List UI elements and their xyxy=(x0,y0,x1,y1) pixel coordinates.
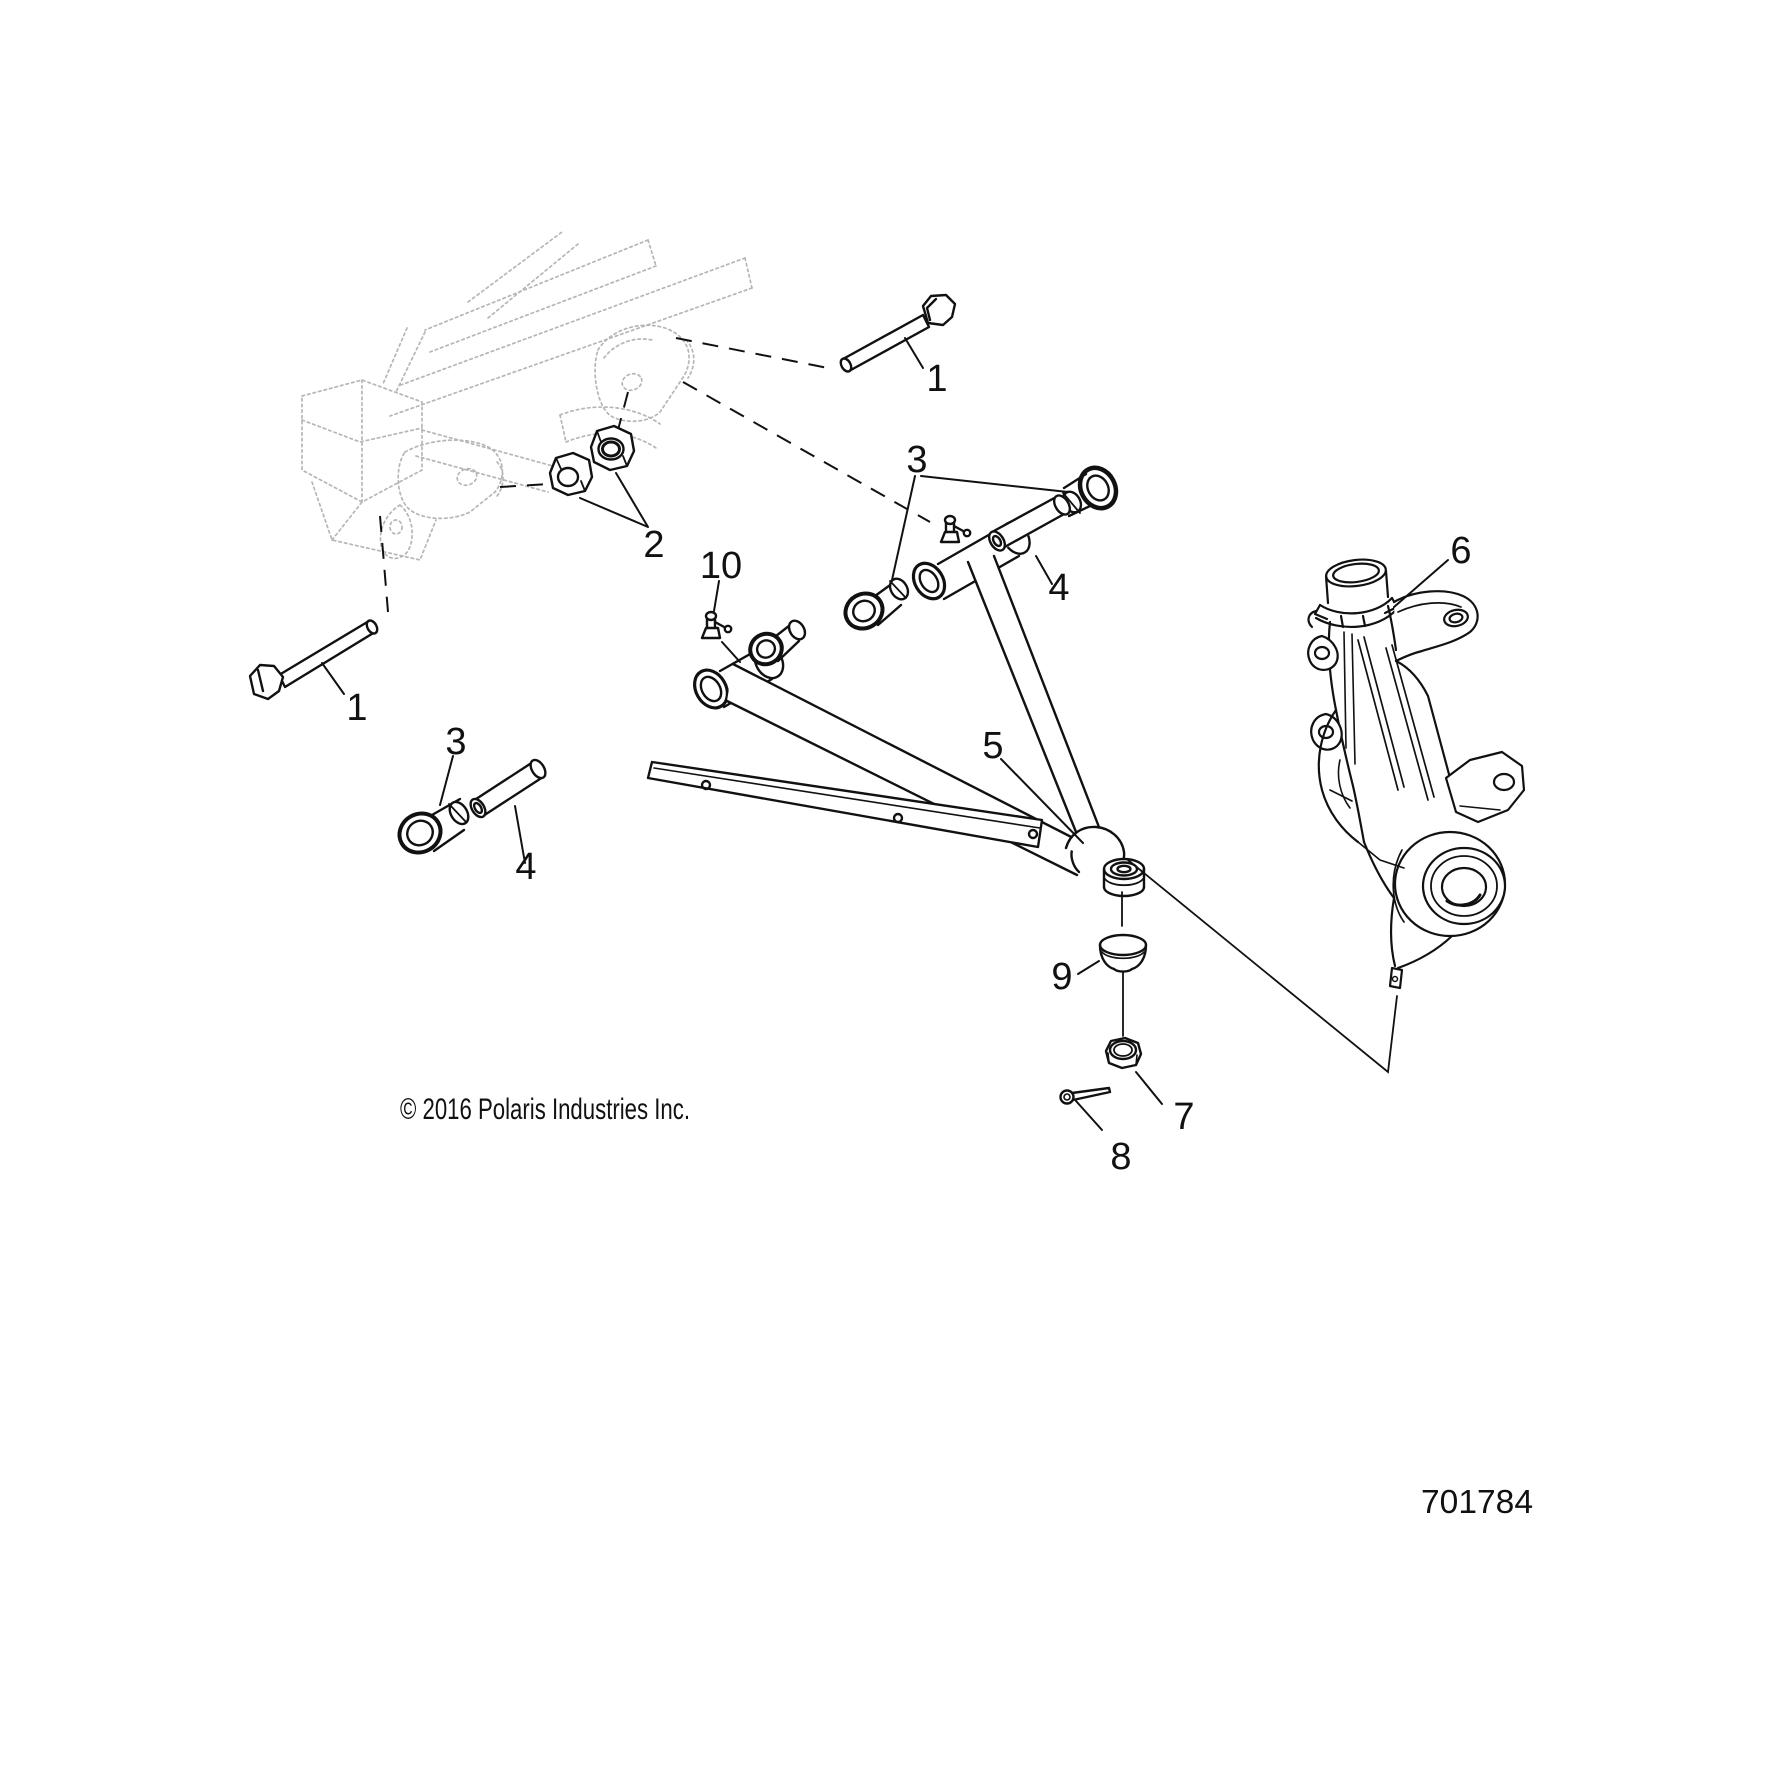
callout-10: 10 xyxy=(700,545,742,587)
bolt-icon-left xyxy=(248,619,379,701)
steering-knuckle xyxy=(1307,558,1526,990)
cotter-pin-icon xyxy=(1059,1086,1112,1105)
callout-8: 8 xyxy=(1110,1136,1131,1178)
callout-5: 5 xyxy=(982,725,1003,767)
callout-3-upper: 3 xyxy=(906,439,927,481)
assembly-dashed-lines xyxy=(379,337,931,613)
sleeve-tube-icon-left xyxy=(469,758,547,819)
callout-leaders xyxy=(321,337,1449,1131)
callout-labels: 1 1 2 3 3 4 4 5 6 7 8 9 10 xyxy=(346,358,1471,1178)
flange-nut-icon-left xyxy=(548,451,594,497)
bolt-icon-top xyxy=(839,293,957,373)
callout-3-left: 3 xyxy=(445,721,466,763)
bushing-icon-left xyxy=(397,796,470,855)
callout-4-right: 4 xyxy=(1048,567,1069,609)
hex-nut-icon-7 xyxy=(1104,1036,1143,1070)
frame-ghost xyxy=(301,231,753,561)
callout-4-left: 4 xyxy=(515,846,536,888)
callout-9: 9 xyxy=(1051,956,1072,998)
callout-2: 2 xyxy=(643,524,664,566)
copyright-text: © 2016 Polaris Industries Inc. xyxy=(400,1093,690,1126)
flange-nut-icon-right xyxy=(589,424,636,472)
grease-fitting-rear-icon xyxy=(939,514,972,544)
callout-1-left: 1 xyxy=(346,687,367,729)
part-number: 701784 xyxy=(1421,1483,1533,1520)
ball-joint-cap-icon xyxy=(1098,933,1148,973)
callout-7: 7 xyxy=(1173,1096,1194,1138)
callout-1-top: 1 xyxy=(926,358,947,400)
control-arm xyxy=(646,465,1146,898)
grease-fitting-icon xyxy=(700,610,733,640)
callout-6: 6 xyxy=(1450,530,1471,572)
